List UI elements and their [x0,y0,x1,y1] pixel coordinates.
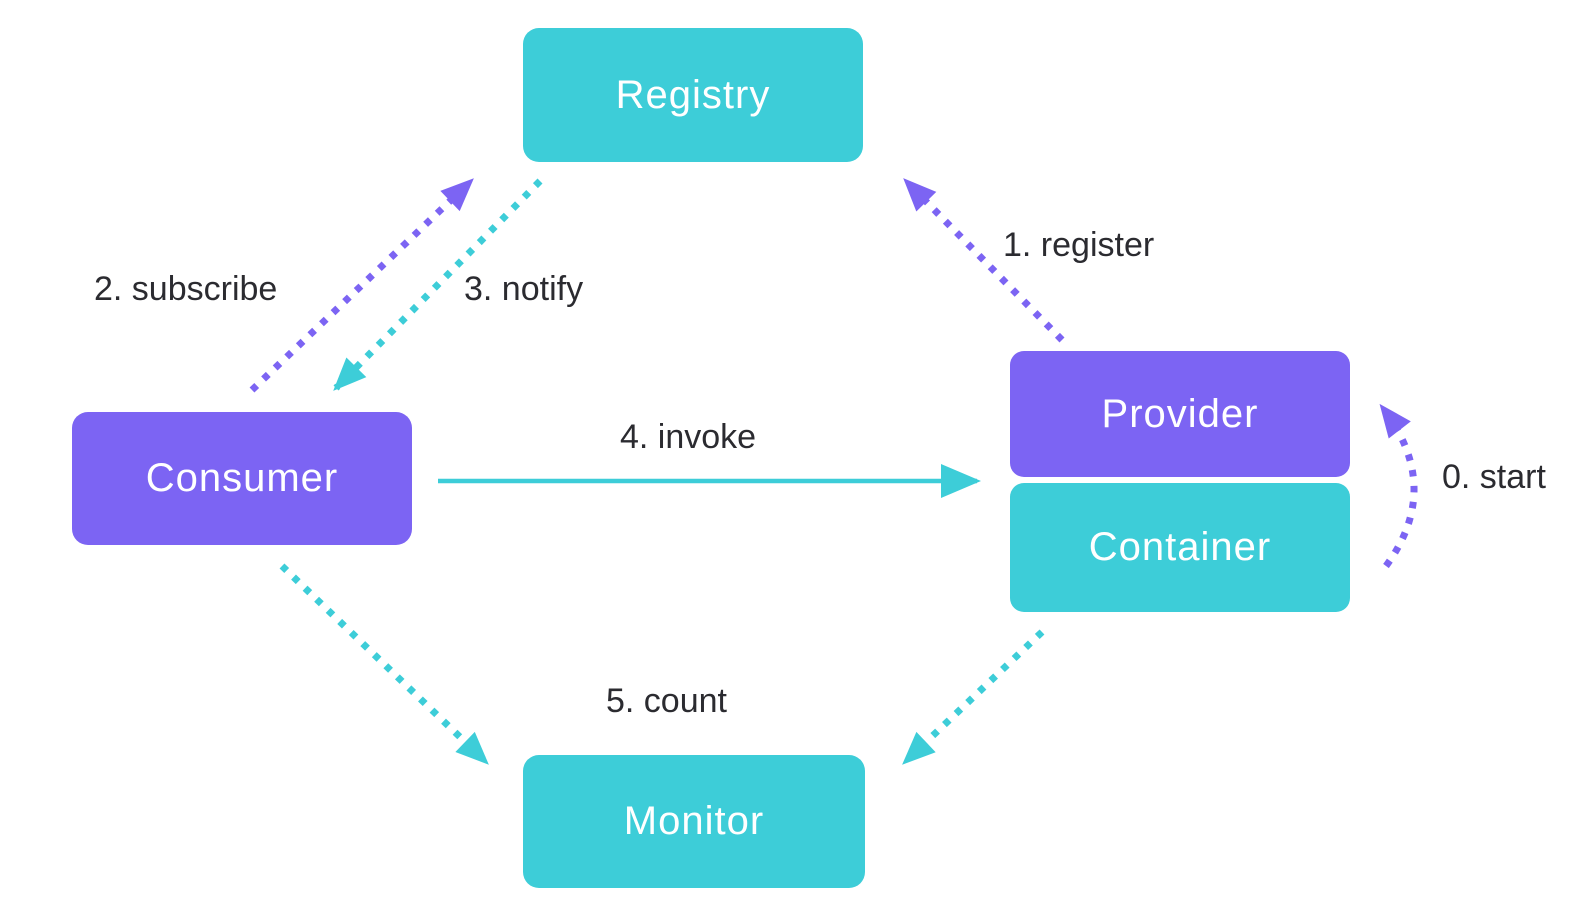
edge-start-arrow [1379,403,1418,569]
edge-count-container-arrow [902,629,1045,765]
node-provider: Provider [1010,351,1350,477]
node-consumer: Consumer [72,412,412,545]
node-registry-label: Registry [615,72,771,117]
node-monitor-label: Monitor [623,799,765,843]
edge-label-start: 0. start [1442,458,1546,496]
edge-label-subscribe: 2. subscribe [94,270,278,308]
node-container-label: Container [1088,525,1272,569]
node-provider-label: Provider [1101,391,1259,436]
edge-label-register: 1. register [1003,226,1155,264]
edge-register-arrow [903,178,1065,343]
edge-label-invoke: 4. invoke [620,418,757,456]
node-consumer-label: Consumer [145,456,339,500]
edge-count-consumer-arrow [279,563,489,765]
node-monitor: Monitor [523,755,865,888]
edge-notify-arrow [333,178,543,391]
node-registry: Registry [523,28,863,162]
edge-label-count: 5. count [606,682,727,720]
edge-label-notify: 3. notify [464,270,584,308]
node-container: Container [1010,483,1350,612]
edge-subscribe-arrow [249,178,474,393]
